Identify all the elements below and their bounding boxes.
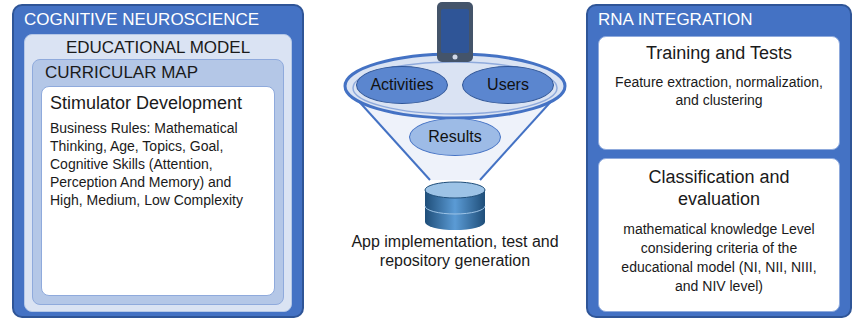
box-heading: Results: [428, 127, 481, 146]
phone-icon: [437, 2, 473, 62]
box-heading: RNA INTEGRATION: [588, 6, 850, 30]
box-body: mathematical knowledge Level considering…: [599, 216, 839, 296]
box-heading: Stimulator Development: [42, 87, 274, 117]
box-heading: CURRICULAR MAP: [33, 60, 283, 83]
box-heading: Activities: [370, 75, 433, 94]
stimulator-box: Stimulator DevelopmentBusiness Rules: Ma…: [41, 86, 275, 296]
map-box: CURRICULAR MAP Stimulator DevelopmentBusi…: [32, 59, 284, 305]
panel-box: COGNITIVE NEUROSCIENCE EDUCATIONAL MODELC…: [12, 4, 304, 318]
funnel: [345, 54, 565, 180]
box-heading: Users: [487, 75, 529, 94]
box-body: Feature extraction, normalization, and c…: [599, 69, 839, 111]
box-heading: EDUCATIONAL MODEL: [25, 35, 291, 58]
activities-ellipse: Activities: [356, 66, 448, 104]
database-icon: [425, 182, 485, 230]
caption-label: App implementation, test and repository …: [330, 232, 580, 270]
box-heading: COGNITIVE NEUROSCIENCE: [14, 6, 302, 30]
classification-box: Classification and evaluationmathematica…: [598, 158, 840, 312]
panel-box: RNA INTEGRATION Training and TestsFeature…: [586, 4, 852, 318]
box-body: Business Rules: Mathematical Thinking, A…: [42, 117, 274, 210]
model-box: EDUCATIONAL MODELCURRICULAR MAP Stimulato…: [24, 34, 292, 312]
users-ellipse: Users: [462, 66, 554, 104]
training-box: Training and TestsFeature extraction, no…: [598, 36, 840, 150]
box-heading: Classification and evaluation: [599, 159, 839, 216]
box-heading: Training and Tests: [599, 37, 839, 69]
results-ellipse: Results: [409, 118, 501, 156]
